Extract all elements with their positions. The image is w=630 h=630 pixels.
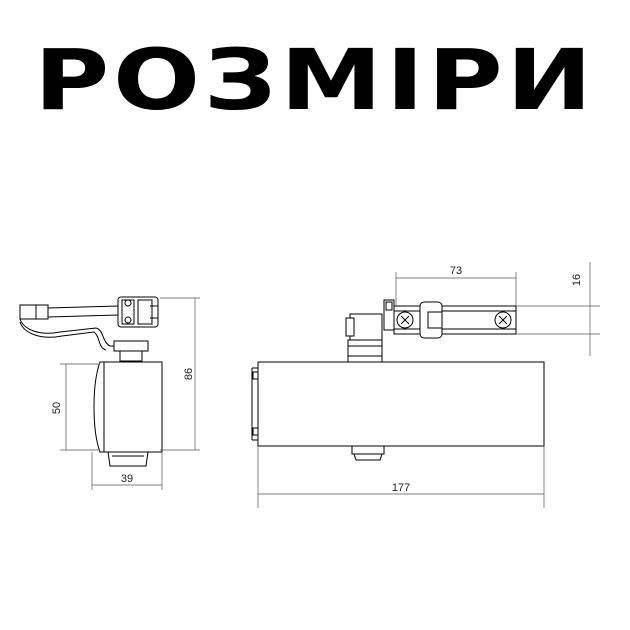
page-title: РОЗМІРИ xyxy=(34,31,596,129)
dimension-label-body-length: 177 xyxy=(392,482,410,494)
dimension-label-arm-offset: 16 xyxy=(571,274,583,286)
dimension-label-height-total: 86 xyxy=(183,368,195,380)
front-view xyxy=(251,262,600,508)
dimension-label-side-width: 39 xyxy=(121,473,133,485)
dimension-label-body-height: 50 xyxy=(51,402,63,414)
side-view xyxy=(19,296,200,490)
dimension-label-arm-length: 73 xyxy=(450,265,462,277)
